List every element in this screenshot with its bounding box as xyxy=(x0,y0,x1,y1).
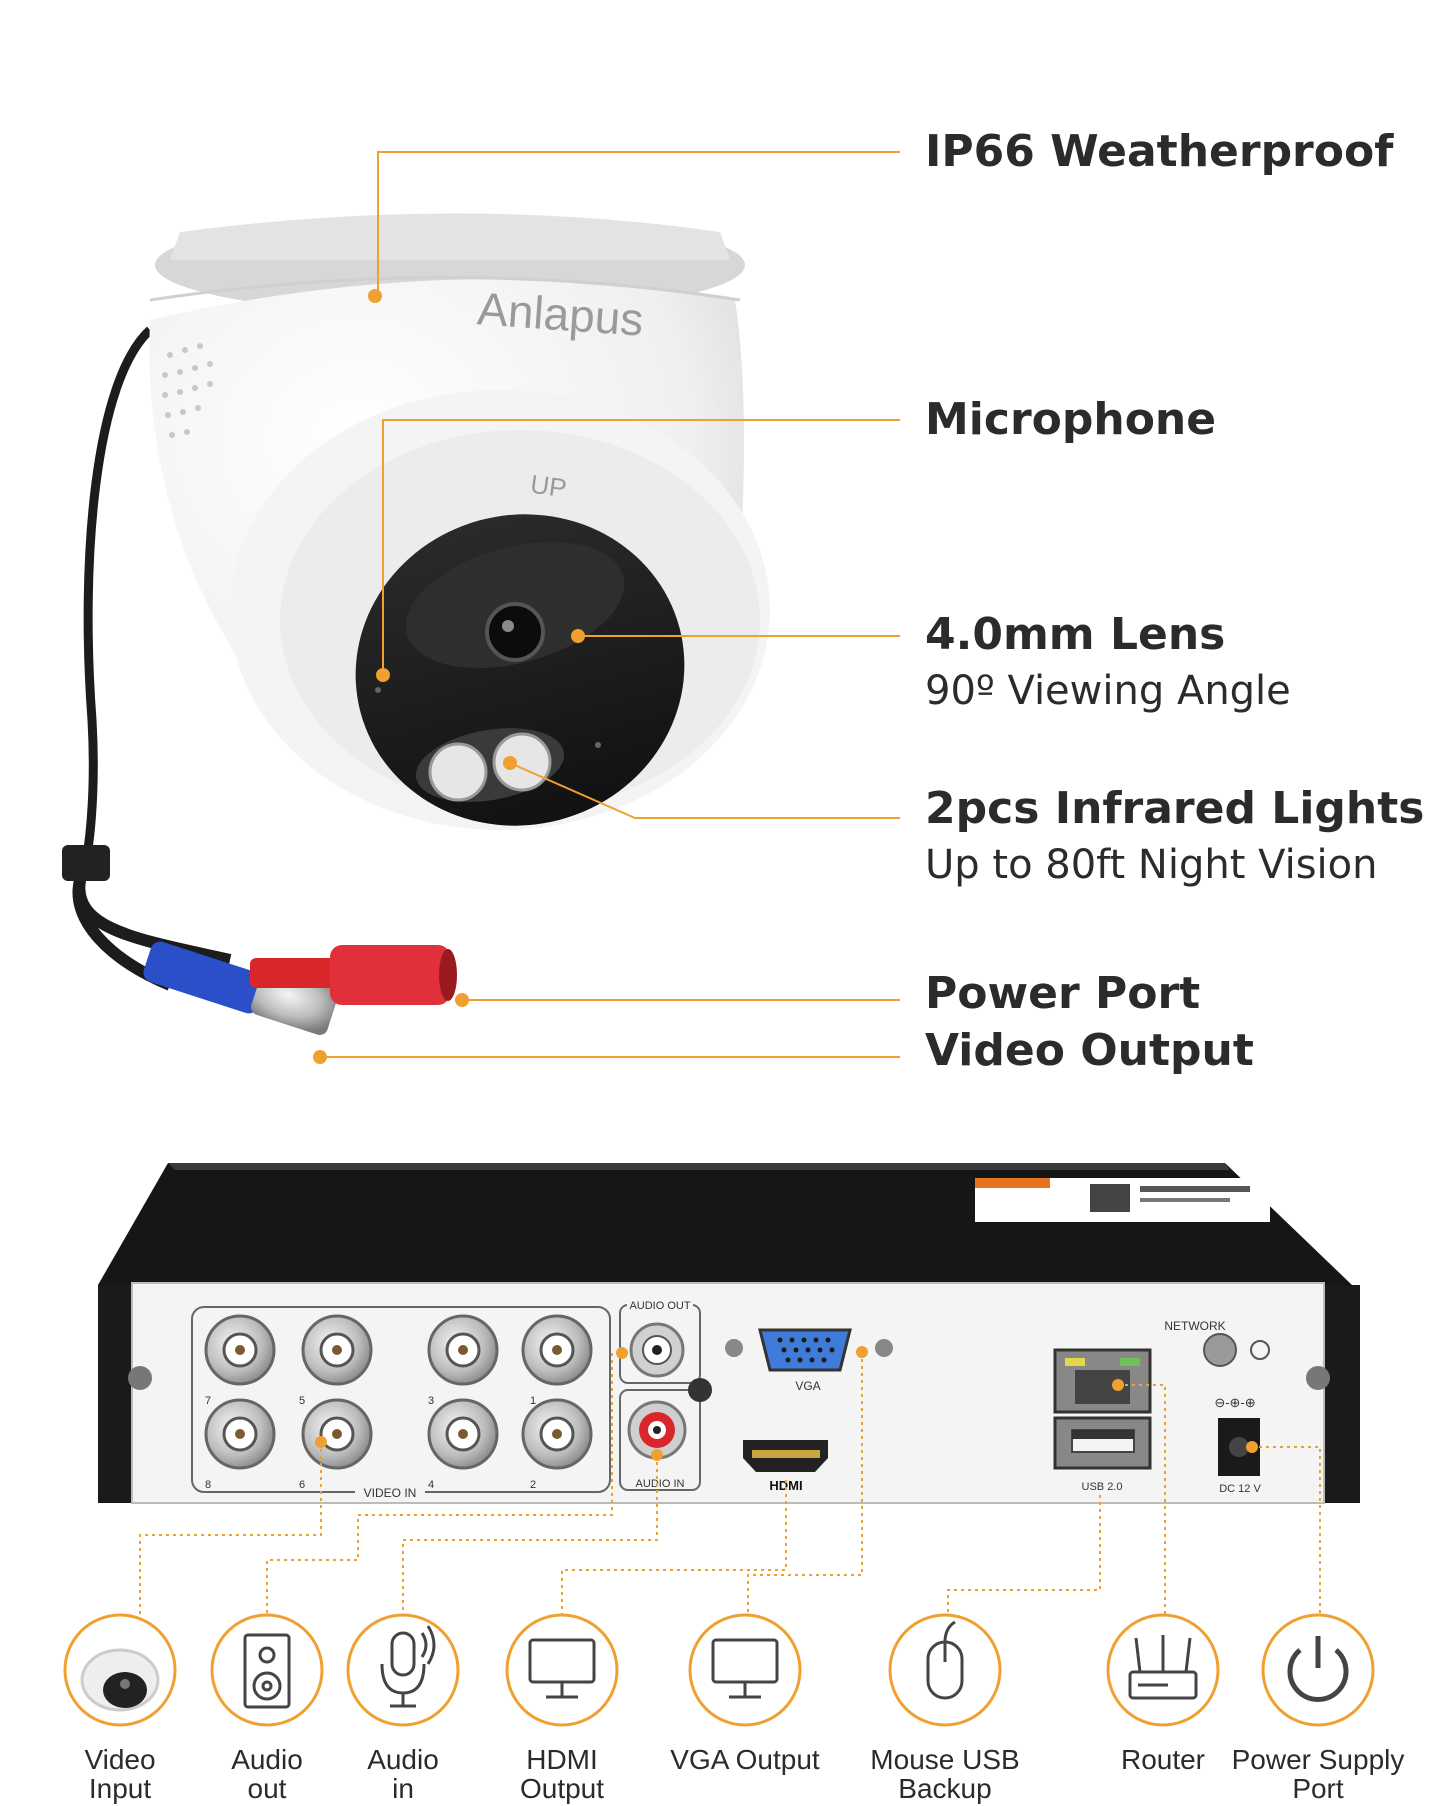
video-in-label: VIDEO IN xyxy=(364,1486,417,1500)
infrared-lights xyxy=(415,728,565,802)
svg-text:⊖-⊕-⊕: ⊖-⊕-⊕ xyxy=(1214,1395,1255,1410)
audio-out-port xyxy=(629,1322,685,1378)
callout-subtitle: Up to 80ft Night Vision xyxy=(925,842,1378,889)
callout-title: Microphone xyxy=(925,394,1217,445)
callout-title: 2pcs Infrared Lights xyxy=(925,783,1425,834)
channel-number: 3 xyxy=(428,1395,434,1407)
leader-dots xyxy=(313,289,585,1064)
camera-lens xyxy=(485,602,545,662)
channel-number: 4 xyxy=(428,1479,434,1491)
callout-microphone: Microphone xyxy=(925,394,1217,445)
power-icon xyxy=(1261,1613,1375,1727)
port-label-router: Router xyxy=(1120,1744,1206,1775)
camera-illustration: Anlapus UP xyxy=(62,213,770,1036)
vga-label: VGA xyxy=(795,1379,820,1393)
port-label-vga-output: VGA Output xyxy=(670,1744,820,1775)
callout-lens: 4.0mm Lens 90º Viewing Angle xyxy=(925,609,1291,715)
monitor-icon xyxy=(688,1613,802,1727)
callout-title: 4.0mm Lens xyxy=(925,609,1226,660)
channel-number: 1 xyxy=(530,1395,536,1407)
microphone-icon xyxy=(346,1613,460,1727)
channel-number: 6 xyxy=(299,1479,305,1491)
bnc-ports xyxy=(204,1314,593,1470)
speaker-icon xyxy=(210,1613,324,1727)
usb-label: USB 2.0 xyxy=(1082,1481,1123,1493)
audio-in-port xyxy=(627,1400,687,1460)
callout-weatherproof: IP66 Weatherproof xyxy=(925,126,1394,177)
callout-title: IP66 Weatherproof xyxy=(925,126,1394,177)
network-label: NETWORK xyxy=(1164,1319,1225,1333)
up-mark: UP xyxy=(529,469,569,504)
callout-video-output: Video Output xyxy=(925,1025,1254,1076)
channel-number: 2 xyxy=(530,1479,536,1491)
port-connectors xyxy=(139,1352,1321,1615)
power-port-connector xyxy=(250,945,457,1005)
microphone-hole xyxy=(375,687,381,693)
video-output-connector xyxy=(143,941,338,1036)
camera-cable xyxy=(75,326,154,883)
vga-port xyxy=(758,1328,852,1372)
callout-power-port: Power Port xyxy=(925,968,1201,1019)
brand-logo: Anlapus xyxy=(476,282,645,345)
dvr-illustration: 7 5 3 1 8 6 4 2 VIDEO IN AUDIO OUT AUDIO… xyxy=(98,1163,1360,1504)
mouse-icon xyxy=(888,1613,1002,1727)
callout-subtitle: 90º Viewing Angle xyxy=(925,668,1291,715)
callout-title: Video Output xyxy=(925,1025,1254,1076)
audio-in-label: AUDIO IN xyxy=(636,1478,685,1490)
hdmi-label: HDMI xyxy=(769,1478,802,1493)
monitor-icon xyxy=(505,1613,619,1727)
callout-infrared: 2pcs Infrared Lights Up to 80ft Night Vi… xyxy=(925,783,1425,889)
audio-out-label: AUDIO OUT xyxy=(629,1300,690,1312)
channel-number: 8 xyxy=(205,1479,211,1491)
channel-number: 5 xyxy=(299,1395,305,1407)
camera-leader-lines xyxy=(320,151,900,1058)
channel-number: 7 xyxy=(205,1395,211,1407)
dc-label: DC 12 V xyxy=(1219,1483,1261,1495)
callout-title: Power Port xyxy=(925,968,1201,1019)
